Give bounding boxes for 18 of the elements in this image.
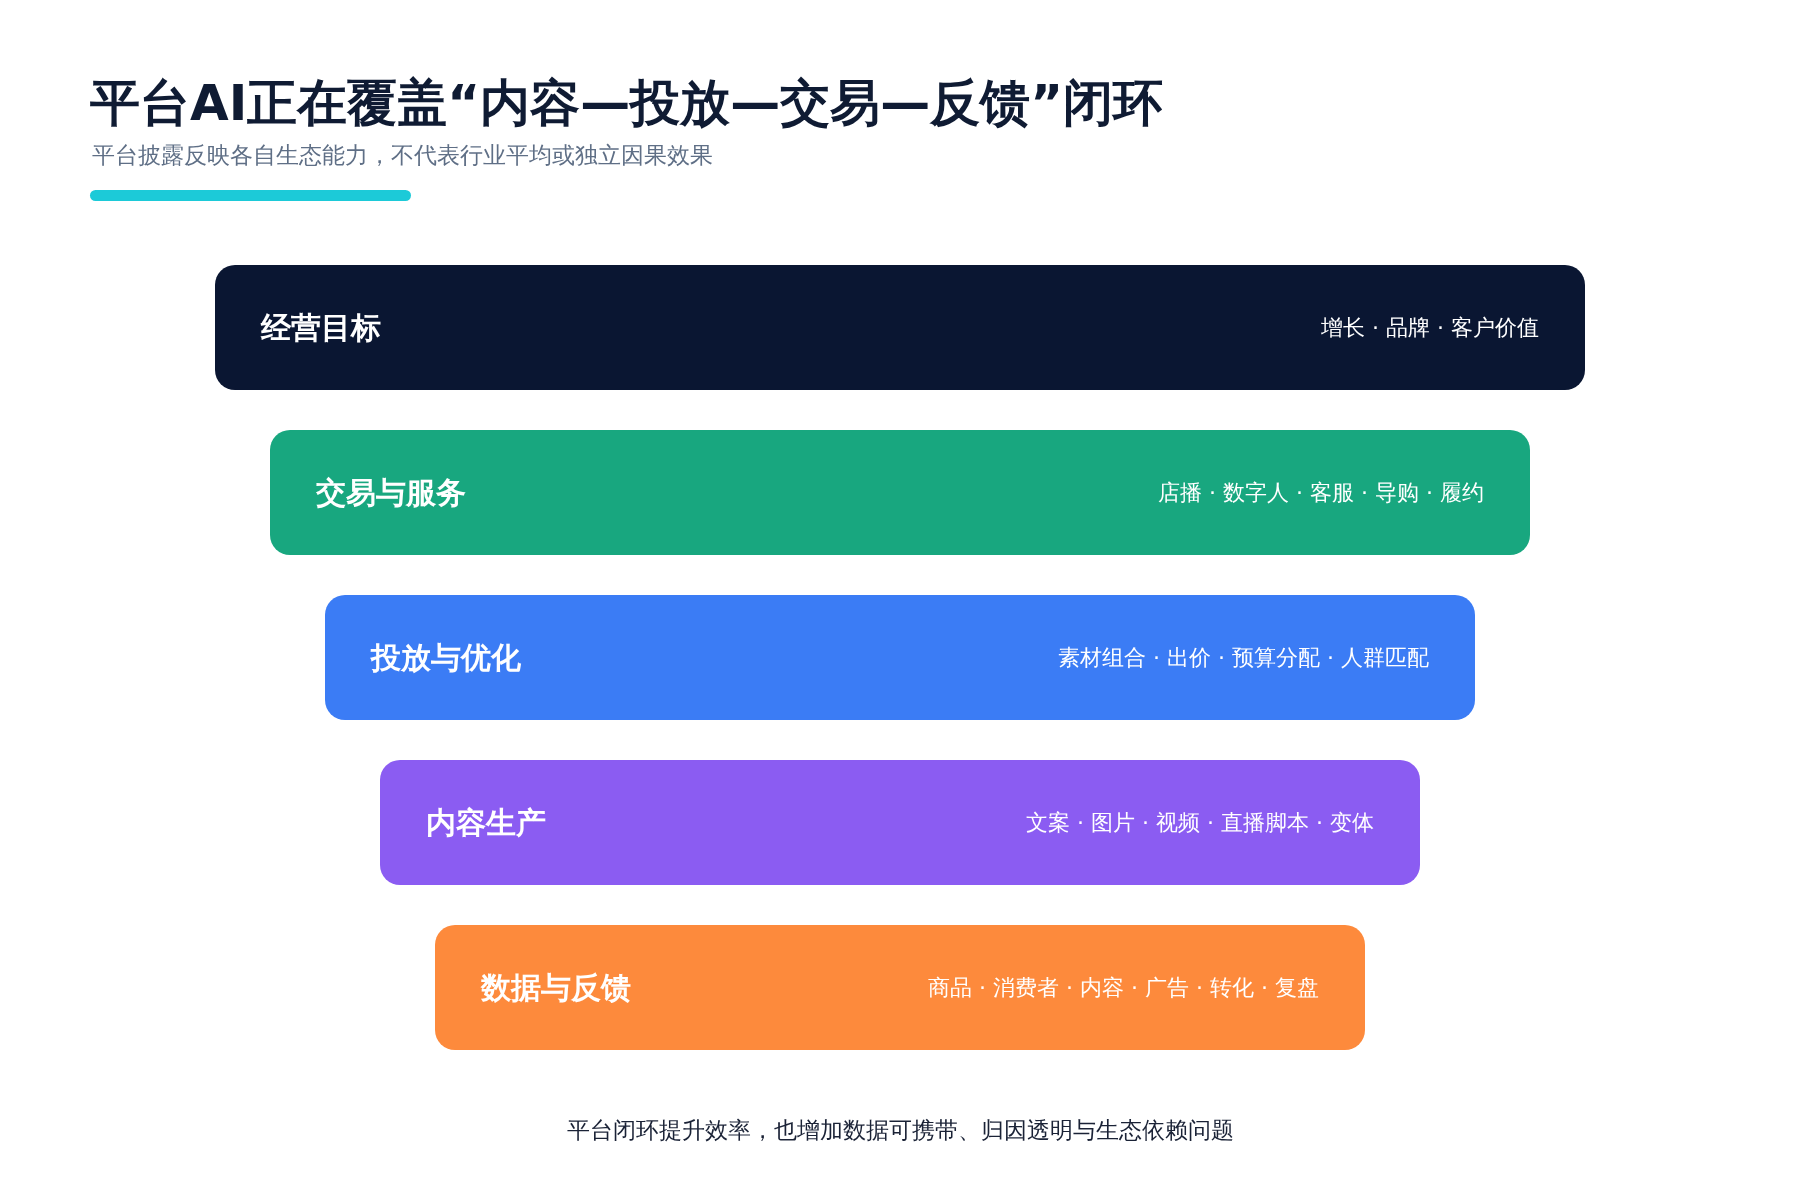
subtitle: 平台披露反映各自生态能力，不代表行业平均或独立因果效果: [92, 141, 713, 170]
footnote: 平台闭环提升效率，也增加数据可携带、归因透明与生态依赖问题: [566, 1116, 1234, 1145]
layer-band: [325, 595, 1475, 720]
title: 平台AI正在覆盖“内容—投放—交易—反馈”闭环: [90, 73, 1164, 134]
band-items: 店播 · 数字人 · 客服 · 导购 · 履约: [1158, 478, 1484, 507]
band-items: 文案 · 图片 · 视频 · 直播脚本 · 变体: [1026, 808, 1374, 837]
layer-band: [380, 760, 1420, 885]
band-items: 商品 · 消费者 · 内容 · 广告 · 转化 · 复盘: [928, 973, 1319, 1002]
layer-band: [215, 265, 1585, 390]
layer-band: [435, 925, 1365, 1050]
band-heading: 投放与优化: [371, 638, 521, 676]
band-heading: 经营目标: [261, 308, 381, 346]
band-heading: 数据与反馈: [481, 968, 631, 1006]
band-heading: 交易与服务: [316, 473, 466, 511]
band-items: 素材组合 · 出价 · 预算分配 · 人群匹配: [1058, 643, 1429, 672]
band-heading: 内容生产: [426, 803, 546, 841]
layer-band: [270, 430, 1530, 555]
band-items: 增长 · 品牌 · 客户价值: [1321, 313, 1539, 342]
